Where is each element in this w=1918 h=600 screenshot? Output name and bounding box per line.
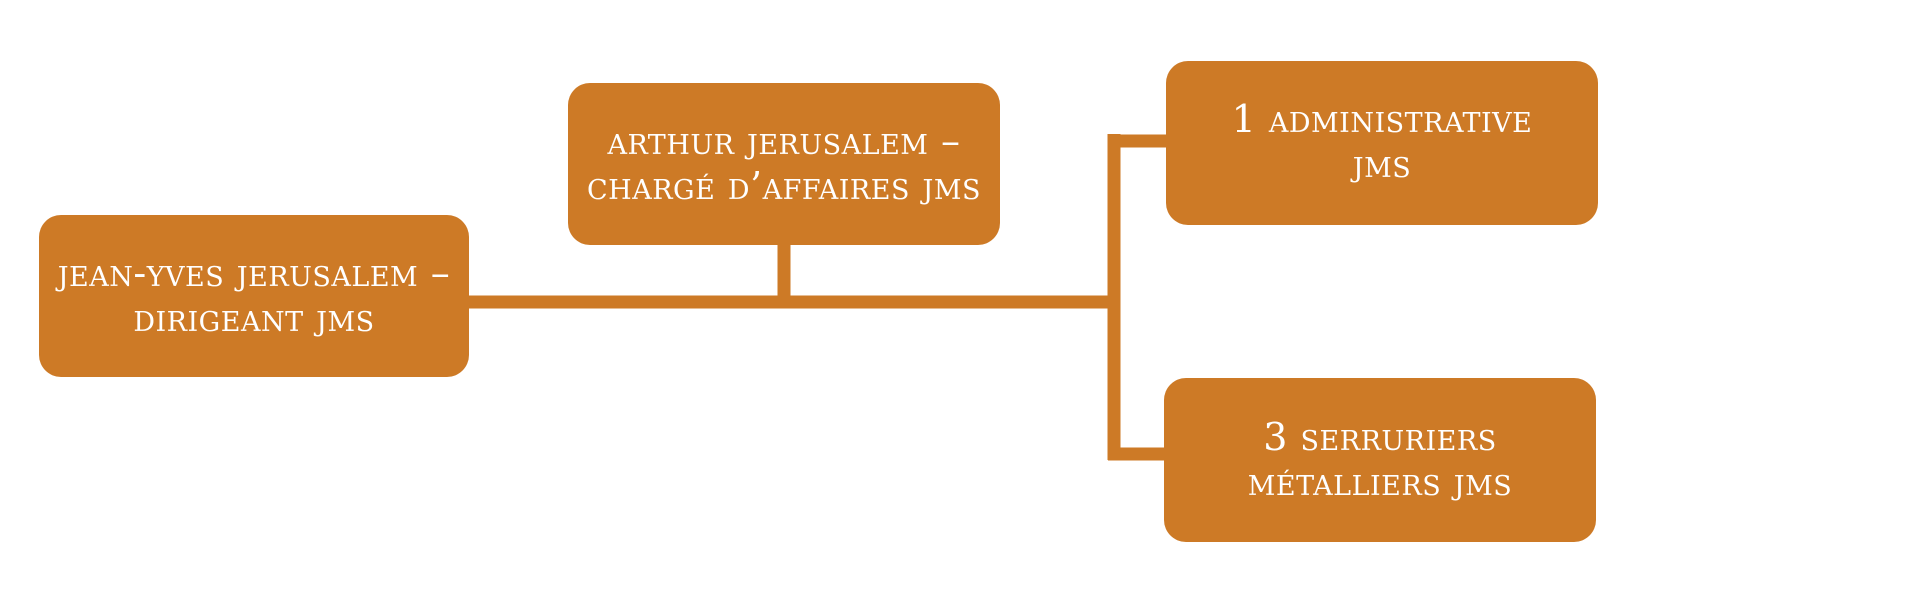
node-charge-line1: ARTHUR JERUSALEM – xyxy=(607,119,961,163)
node-administrative: 1 ADMINISTRATIVE JMS xyxy=(1166,61,1598,225)
node-charge-line2: CHARGÉ D’AFFAIRES JMS xyxy=(587,163,981,208)
node-administrative-line2: JMS xyxy=(1352,141,1412,186)
node-serruriers-line1: 3 SERRURIERS xyxy=(1263,415,1497,460)
node-dirigeant-line1: JEAN-YVES JERUSALEM – xyxy=(57,251,451,296)
node-administrative-line1: 1 ADMINISTRATIVE xyxy=(1231,97,1533,141)
node-serruriers-line2: MÉTALLIERS JMS xyxy=(1247,460,1513,504)
node-serruriers: 3 SERRURIERS MÉTALLIERS JMS xyxy=(1164,378,1596,542)
node-dirigeant: JEAN-YVES JERUSALEM – DIRIGEANT JMS xyxy=(39,215,469,377)
node-dirigeant-line2: DIRIGEANT JMS xyxy=(133,296,375,340)
node-charge-affaires: ARTHUR JERUSALEM – CHARGÉ D’AFFAIRES JMS xyxy=(568,83,1000,245)
